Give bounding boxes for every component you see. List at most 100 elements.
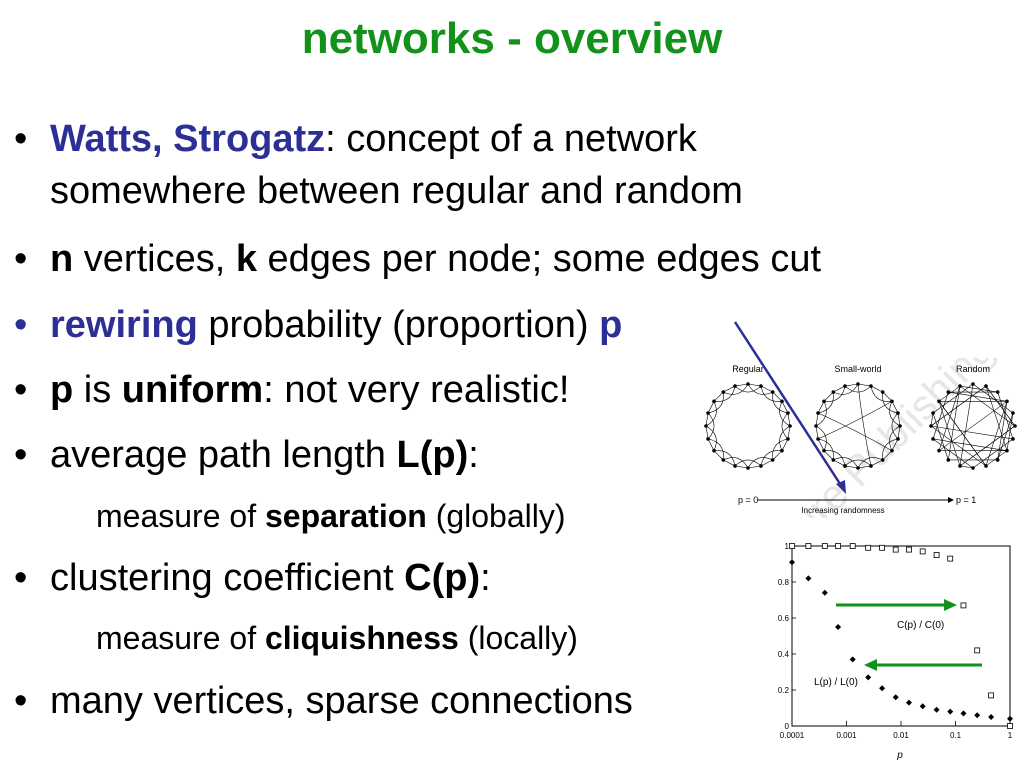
- term-rewiring: rewiring: [50, 304, 198, 346]
- data-points: [789, 543, 1013, 729]
- ring-edge: [948, 386, 961, 461]
- ring-edge: [707, 391, 724, 414]
- ring-edge: [817, 438, 834, 461]
- x-tick-label: 1: [1008, 731, 1013, 740]
- ring-node: [746, 466, 750, 470]
- c-point: [1007, 723, 1013, 729]
- text: measure of: [96, 620, 265, 656]
- author-strogatz: Strogatz: [173, 118, 326, 160]
- x-axis-label: p: [896, 750, 903, 761]
- ring-edge: [930, 385, 987, 427]
- ring-node: [1013, 424, 1017, 428]
- ring-node: [770, 458, 775, 462]
- ring-node: [958, 464, 962, 468]
- ring-node: [971, 466, 975, 470]
- ring-edge: [844, 459, 872, 467]
- text: edges per node; some edges cut: [256, 238, 822, 280]
- ring-node: [831, 390, 836, 394]
- ring-edge: [844, 385, 872, 393]
- bullet-mark: •: [14, 557, 28, 599]
- ring-edge: [707, 438, 715, 451]
- axis-label: Increasing randomness: [801, 506, 884, 515]
- ring-edge: [985, 385, 1016, 427]
- ring-edge: [857, 457, 883, 469]
- ring-node: [1005, 399, 1009, 404]
- ring-edge: [707, 412, 715, 440]
- ring-edge: [938, 385, 961, 402]
- l-point: [805, 575, 812, 582]
- ring-node: [896, 411, 900, 415]
- bullet-text: average path length L(p):: [50, 432, 479, 478]
- ring-edge: [897, 412, 901, 427]
- ring-edge: [823, 391, 834, 402]
- l-point: [835, 624, 842, 630]
- bullet-mark: •: [14, 369, 28, 411]
- ring-edge: [844, 383, 859, 387]
- ring-edge: [930, 425, 1013, 440]
- ring-edge: [948, 391, 1008, 402]
- ring-edge: [930, 412, 934, 427]
- ring-edge: [972, 383, 1014, 414]
- l-point: [919, 703, 926, 710]
- c-point: [835, 543, 841, 549]
- bullet-1-rest: : concept of a network: [325, 118, 697, 160]
- ring-node: [843, 464, 847, 468]
- ring-edge: [972, 438, 1014, 469]
- ring-edge: [772, 391, 789, 414]
- ring-edge: [815, 425, 819, 440]
- ring-edge: [857, 465, 872, 469]
- term-p: p: [599, 304, 623, 346]
- ring-edge: [747, 383, 762, 387]
- c-point: [789, 543, 795, 549]
- ring-node: [869, 384, 873, 388]
- c-series-label: C(p) / C(0): [897, 620, 944, 631]
- label-regular: Regular: [732, 364, 764, 374]
- ring-node: [890, 399, 894, 404]
- ring-node: [946, 458, 951, 462]
- ring-edge: [997, 391, 1014, 440]
- l-point: [905, 699, 912, 706]
- bullet-text: many vertices, sparse connections: [50, 680, 633, 722]
- ring-node: [931, 437, 935, 441]
- ring-node: [958, 384, 962, 388]
- ring-edge: [959, 425, 1016, 467]
- ring-edge: [959, 385, 1016, 427]
- ring-edge: [938, 401, 961, 467]
- ring-node: [898, 424, 902, 428]
- ring-edge: [938, 385, 961, 451]
- author-watts: Watts: [50, 118, 153, 160]
- ring-edge: [882, 438, 899, 461]
- l-point: [849, 656, 856, 663]
- ring-edge: [817, 391, 834, 414]
- text: clustering coefficient: [50, 557, 405, 599]
- ring-edge: [760, 385, 783, 402]
- ring-edge: [938, 401, 1008, 451]
- ring-edge: [882, 391, 899, 414]
- text: vertices,: [73, 238, 236, 280]
- term-p: p: [50, 369, 74, 411]
- ring-node: [816, 411, 820, 415]
- term-k: k: [235, 238, 257, 280]
- ring-edge: [933, 438, 1008, 451]
- ring-edge: [932, 383, 974, 414]
- ring-node: [822, 399, 826, 404]
- x-tick-label: 0.001: [836, 731, 857, 740]
- ring-edge: [997, 401, 1008, 461]
- ring-node: [937, 448, 941, 453]
- ring-node: [890, 448, 894, 453]
- page-title: networks - overview: [301, 14, 723, 63]
- c-point: [892, 546, 899, 553]
- ring-node: [1011, 411, 1015, 415]
- ring-edge: [985, 450, 1008, 467]
- ring-edge: [959, 465, 974, 469]
- ring-edge: [734, 385, 762, 393]
- c-point: [805, 543, 812, 549]
- term-uniform: uniform: [121, 369, 264, 411]
- ring-edge: [930, 425, 987, 467]
- c-point: [974, 647, 981, 654]
- c-point: [879, 544, 886, 551]
- ring-edge: [897, 425, 901, 440]
- bullet-text: clustering coefficient C(p):: [50, 555, 491, 601]
- term-Lp: L(p): [396, 434, 469, 476]
- ring-edge: [844, 465, 859, 469]
